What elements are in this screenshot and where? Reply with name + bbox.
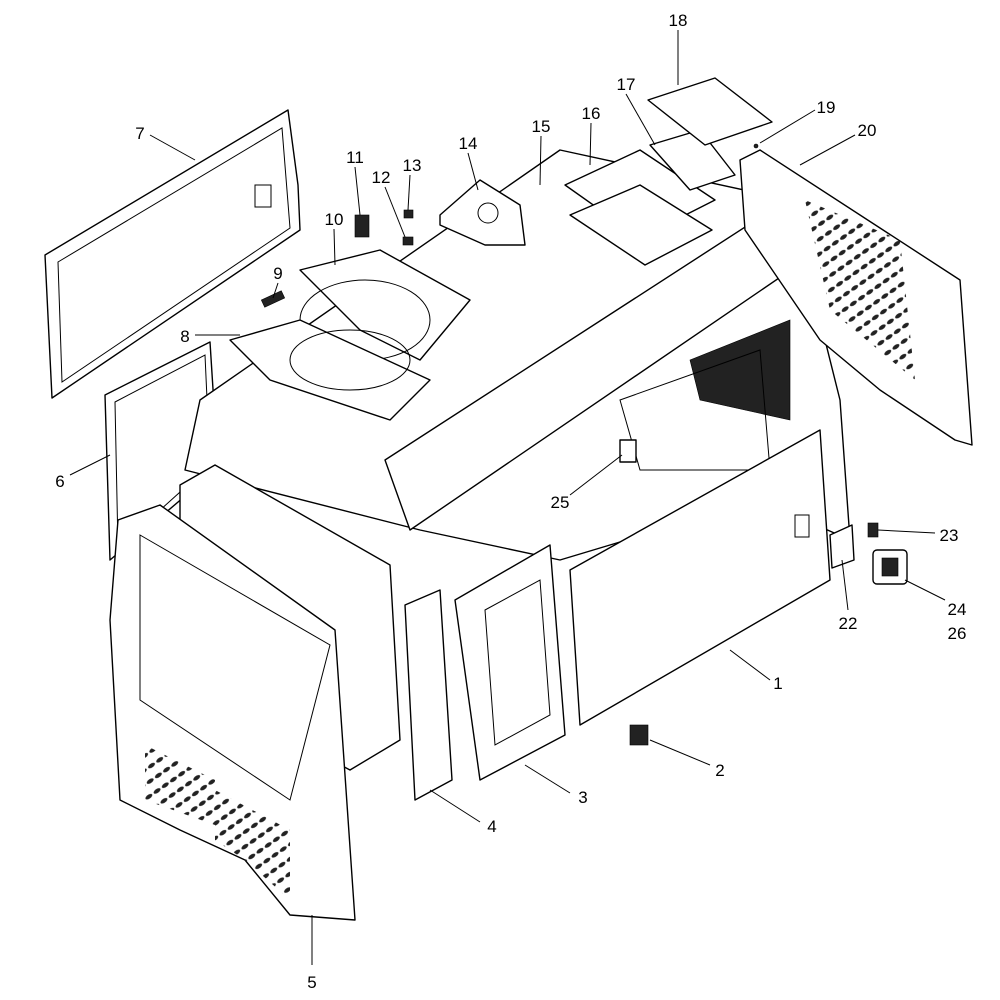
callout-11: 11	[346, 148, 364, 167]
part-14-lifting-bracket	[439, 179, 526, 246]
callout-15: 15	[532, 117, 551, 136]
callout-6: 6	[55, 472, 64, 491]
part-13-nut	[403, 209, 414, 219]
part-20-rear-panel	[739, 149, 973, 446]
part-2-hinge	[629, 724, 649, 746]
part-12-clip	[402, 236, 414, 246]
callout-26: 26	[948, 624, 967, 643]
callout-3: 3	[578, 788, 587, 807]
callout-9: 9	[273, 264, 282, 283]
callout-4: 4	[487, 817, 496, 836]
callout-8: 8	[180, 327, 189, 346]
part-22-strip	[829, 524, 855, 569]
part-3-access-panel	[454, 544, 566, 781]
part-11-latch	[354, 214, 370, 238]
part-19-screw	[753, 143, 759, 149]
callout-23: 23	[940, 526, 959, 545]
callout-labels: 1 2 3 4 5 6 7 8 9 10 11 12 13 14 15 16 1…	[55, 11, 966, 992]
callout-13: 13	[403, 156, 422, 175]
part-7-door-panel	[44, 109, 301, 399]
leader-lines	[69, 30, 946, 965]
callout-19: 19	[817, 98, 836, 117]
callout-14: 14	[459, 134, 478, 153]
callout-25: 25	[551, 493, 570, 512]
callout-18: 18	[669, 11, 688, 30]
part-17-bracket	[649, 129, 736, 191]
callout-10: 10	[325, 210, 344, 229]
callout-1: 1	[773, 674, 782, 693]
callout-7: 7	[135, 124, 144, 143]
callout-2: 2	[715, 761, 724, 780]
part-9-bracket	[260, 290, 286, 308]
part-5-front-grille	[109, 504, 356, 921]
part-16-cover-plate	[564, 149, 716, 266]
callout-20: 20	[858, 121, 877, 140]
part-1-side-door	[569, 429, 831, 726]
callout-5: 5	[307, 973, 316, 992]
callout-17: 17	[617, 75, 636, 94]
callout-22: 22	[839, 614, 858, 633]
part-18-plate	[647, 77, 773, 146]
part-24-latch	[872, 549, 908, 585]
callout-12: 12	[372, 168, 391, 187]
part-23-clip	[867, 522, 879, 538]
part-4-side-trim	[404, 589, 453, 801]
callout-16: 16	[582, 104, 601, 123]
part-25-bracket	[619, 439, 637, 463]
part-8-mount-plate	[229, 319, 431, 421]
callout-24: 24	[948, 600, 967, 619]
